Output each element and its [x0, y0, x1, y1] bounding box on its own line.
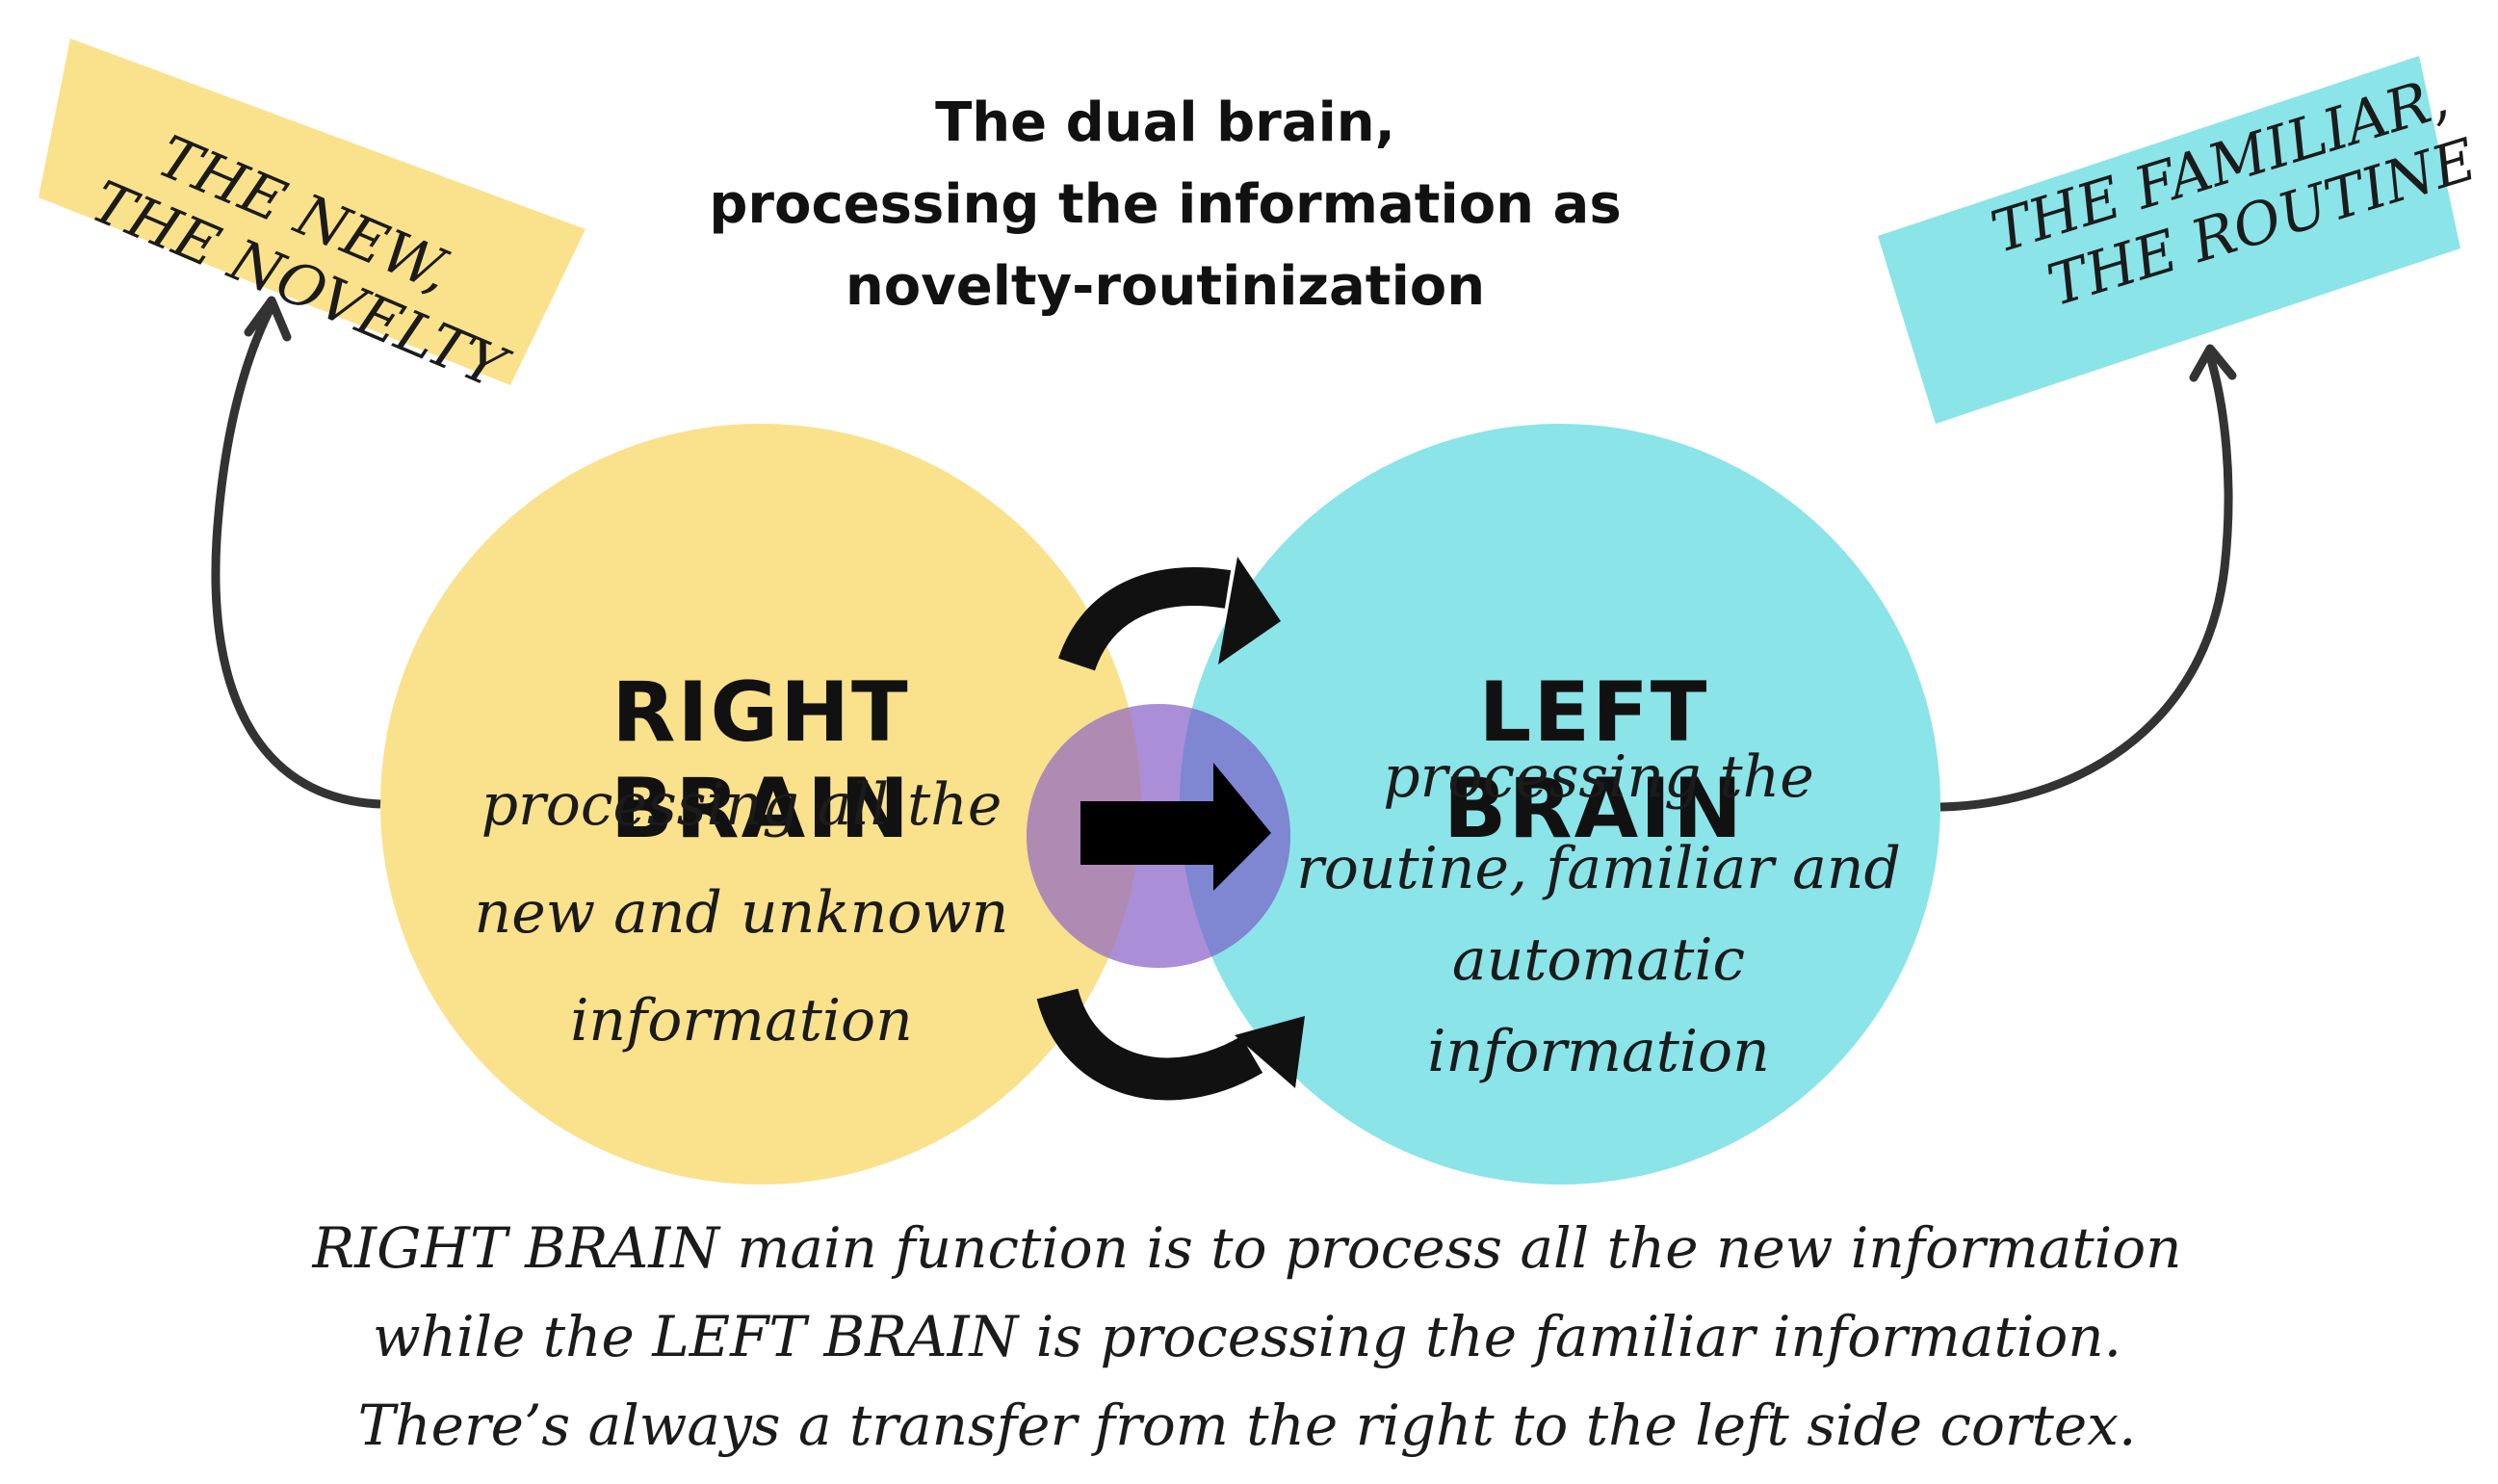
curved-arrow-right-up-icon [1939, 344, 2237, 812]
curved-arrow-left-up-icon [211, 296, 381, 809]
title-line-1: The dual brain, [935, 91, 1395, 154]
left-brain-desc-line-3: automatic information [1427, 926, 1770, 1085]
left-brain-circle [1180, 424, 1940, 1185]
caption-line-3: There’s always a transfer from the right… [357, 1393, 2137, 1458]
right-brain-heading: RIGHT BRAIN [610, 664, 912, 857]
caption-line-1: RIGHT BRAIN main function is to process … [312, 1215, 2182, 1281]
left-brain-desc-line-1: processing the [1383, 743, 1814, 811]
title-line-2: processing the information as [709, 173, 1622, 236]
left-brain-heading: LEFT BRAIN [1443, 664, 1745, 857]
title-line-3: novelty-routinization [845, 255, 1486, 318]
right-arrow-icon [1080, 763, 1271, 891]
note-yellow-box [39, 39, 585, 385]
right-brain-description: processing all the new and unknown infor… [414, 751, 1069, 1075]
note-cyan-box [1878, 56, 2460, 424]
right-brain-desc-line-3: information [570, 987, 913, 1054]
left-brain-description: processing the routine, familiar and aut… [1281, 732, 1916, 1098]
caption-line-2: while the LEFT BRAIN is processing the f… [372, 1304, 2122, 1369]
right-brain-circle [380, 424, 1141, 1185]
right-brain-desc-line-2: new and unknown [474, 879, 1009, 947]
curved-arrow-bottom-icon [1036, 987, 1305, 1101]
left-brain-desc-line-2: routine, familiar and [1296, 835, 1901, 902]
right-brain-desc-line-1: processing all the [481, 771, 1002, 839]
curved-arrow-top-icon [1058, 557, 1281, 672]
